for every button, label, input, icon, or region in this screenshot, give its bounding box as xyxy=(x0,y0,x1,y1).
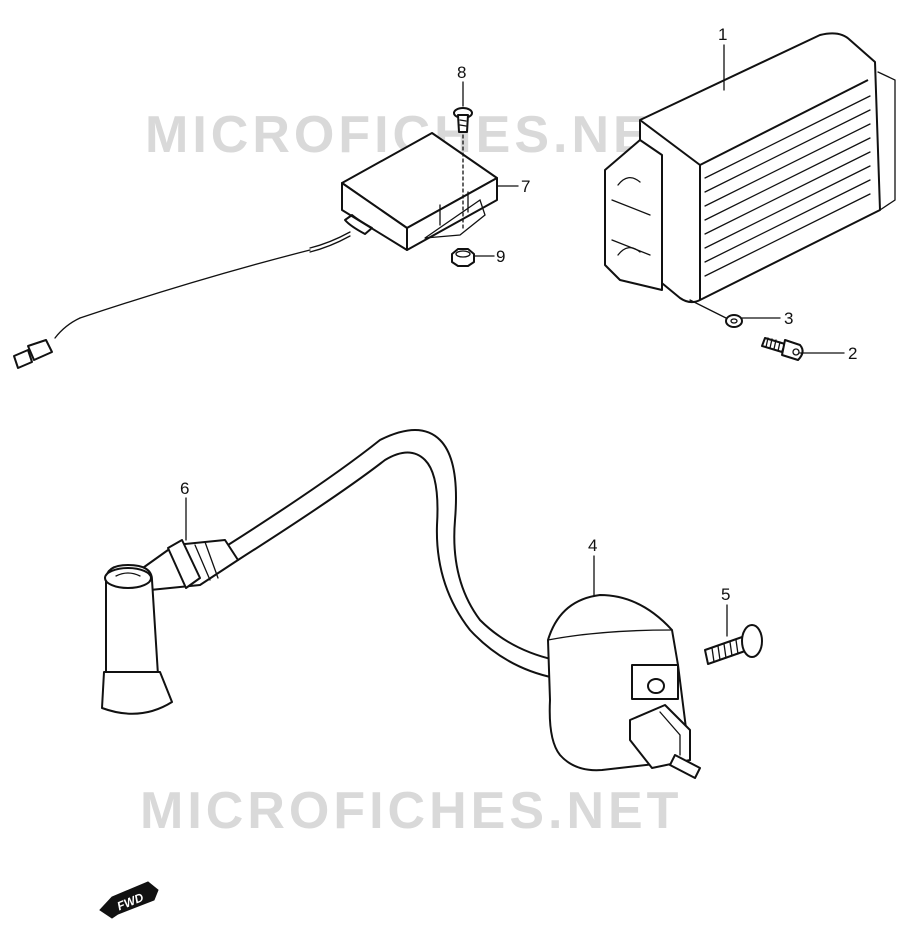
fwd-arrow-icon: FWD xyxy=(99,881,159,919)
watermark-bottom: MICROFICHES.NET xyxy=(140,782,682,840)
part-9-nut xyxy=(451,248,475,267)
callout-8: 8 xyxy=(457,63,466,82)
leader-lines xyxy=(185,44,845,637)
callout-1: 1 xyxy=(718,25,727,44)
part-8-screw xyxy=(453,107,473,231)
callout-9: 9 xyxy=(496,247,505,266)
part-7-cdi-unit xyxy=(13,132,498,369)
callout-5: 5 xyxy=(721,585,730,604)
part-3-washer xyxy=(689,299,743,328)
callout-2: 2 xyxy=(848,344,857,363)
callout-4: 4 xyxy=(588,536,597,555)
part-6-plug-cap xyxy=(101,429,556,715)
callout-6: 6 xyxy=(180,479,189,498)
callout-7: 7 xyxy=(521,177,530,196)
callout-3: 3 xyxy=(784,309,793,328)
part-1-regulator xyxy=(604,32,896,304)
part-2-bolt xyxy=(761,337,804,361)
part-4-ignition-coil xyxy=(547,594,701,779)
part-5-bolt xyxy=(704,624,763,665)
